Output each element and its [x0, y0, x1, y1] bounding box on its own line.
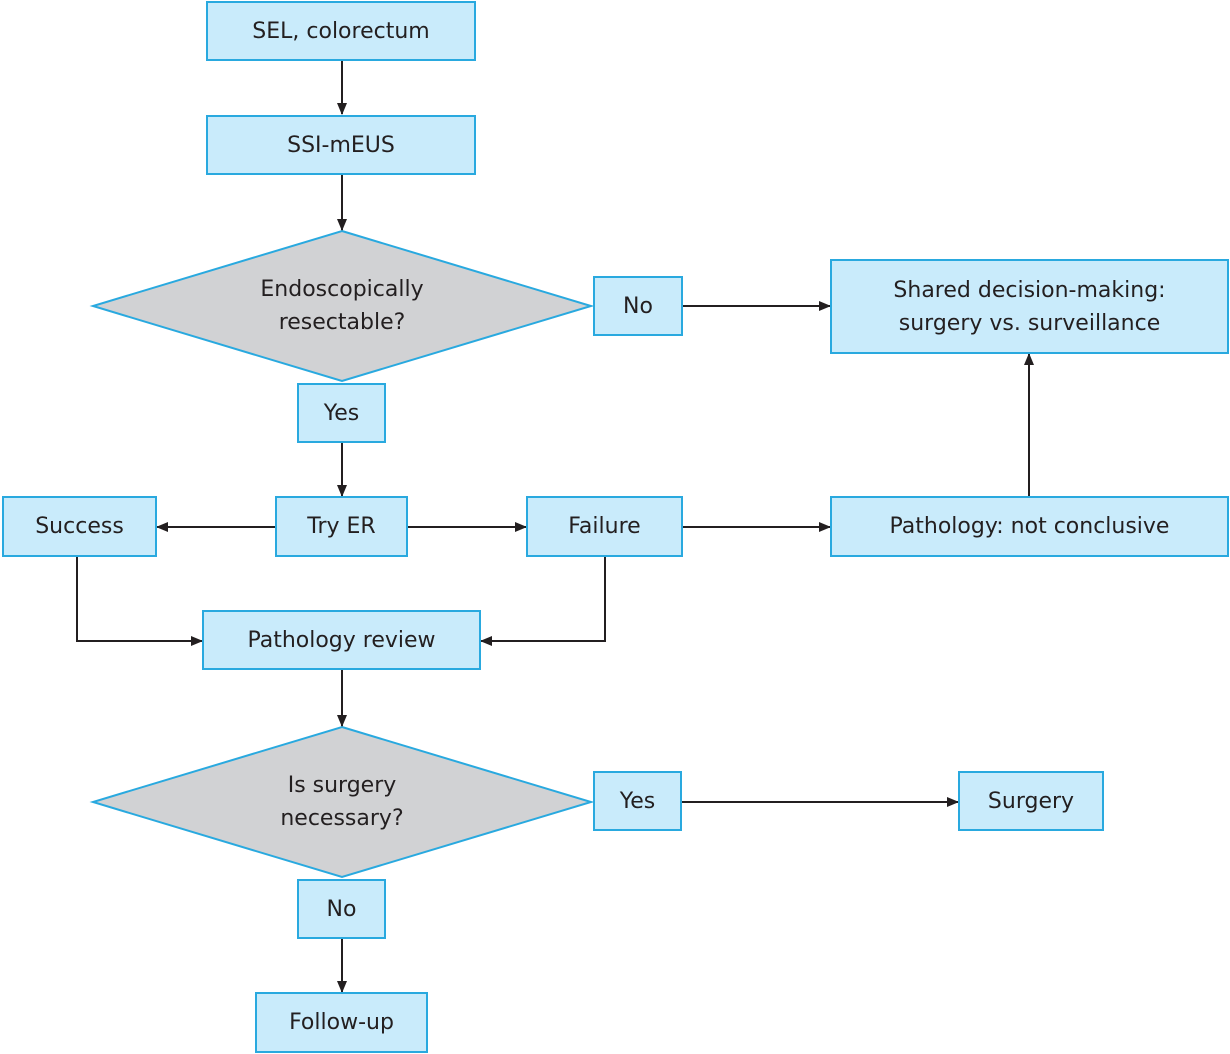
success-label: Success [35, 514, 124, 539]
surgery-box: Surgery [958, 771, 1104, 831]
resectable-question-line-2: resectable? [278, 310, 406, 335]
start-box: SEL, colorectum [206, 1, 476, 61]
surgery-question-line-1: Is surgery [287, 773, 397, 798]
resectable-no-box: No [593, 276, 683, 336]
failure-box: Failure [526, 496, 683, 557]
try-er-label: Try ER [307, 514, 376, 539]
resectable-question: Endoscopically resectable? [192, 266, 492, 346]
pathology-review-box: Pathology review [202, 610, 481, 670]
pathology-not-conclusive-label: Pathology: not conclusive [889, 514, 1170, 539]
surgery-question: Is surgery necessary? [192, 762, 492, 842]
surgery-question-line-2: necessary? [280, 806, 404, 831]
follow-up-box: Follow-up [255, 992, 428, 1053]
arrow-failure-to-pathology-review [480, 557, 606, 646]
shared-decision-box: Shared decision-making: surgery vs. surv… [830, 259, 1229, 354]
pathology-not-conclusive-box: Pathology: not conclusive [830, 496, 1229, 557]
resectable-no-label: No [623, 293, 653, 319]
success-box: Success [2, 496, 157, 557]
shared-decision-line-1: Shared decision-making: [893, 277, 1166, 303]
try-er-box: Try ER [275, 496, 408, 557]
pathology-review-label: Pathology review [247, 627, 436, 653]
follow-up-label: Follow-up [289, 1010, 394, 1035]
resectable-question-line-1: Endoscopically [260, 277, 424, 302]
surgery-label: Surgery [987, 788, 1075, 814]
shared-decision-line-2: surgery vs. surveillance [898, 310, 1161, 336]
ssi-meus-label: SSI-mEUS [287, 132, 395, 158]
arrow-success-to-pathology-review [76, 557, 203, 646]
surgery-no-label: No [326, 896, 357, 922]
start-label: SEL, colorectum [252, 18, 430, 44]
resectable-yes-box: Yes [297, 383, 386, 443]
ssi-meus-box: SSI-mEUS [206, 115, 476, 175]
resectable-yes-label: Yes [323, 400, 360, 426]
surgery-yes-box: Yes [593, 771, 682, 831]
surgery-no-box: No [297, 879, 386, 939]
surgery-yes-label: Yes [619, 788, 656, 814]
decision-diamond-surgery [89, 725, 595, 879]
failure-label: Failure [568, 514, 641, 539]
decision-diamond-resectable [89, 229, 595, 383]
